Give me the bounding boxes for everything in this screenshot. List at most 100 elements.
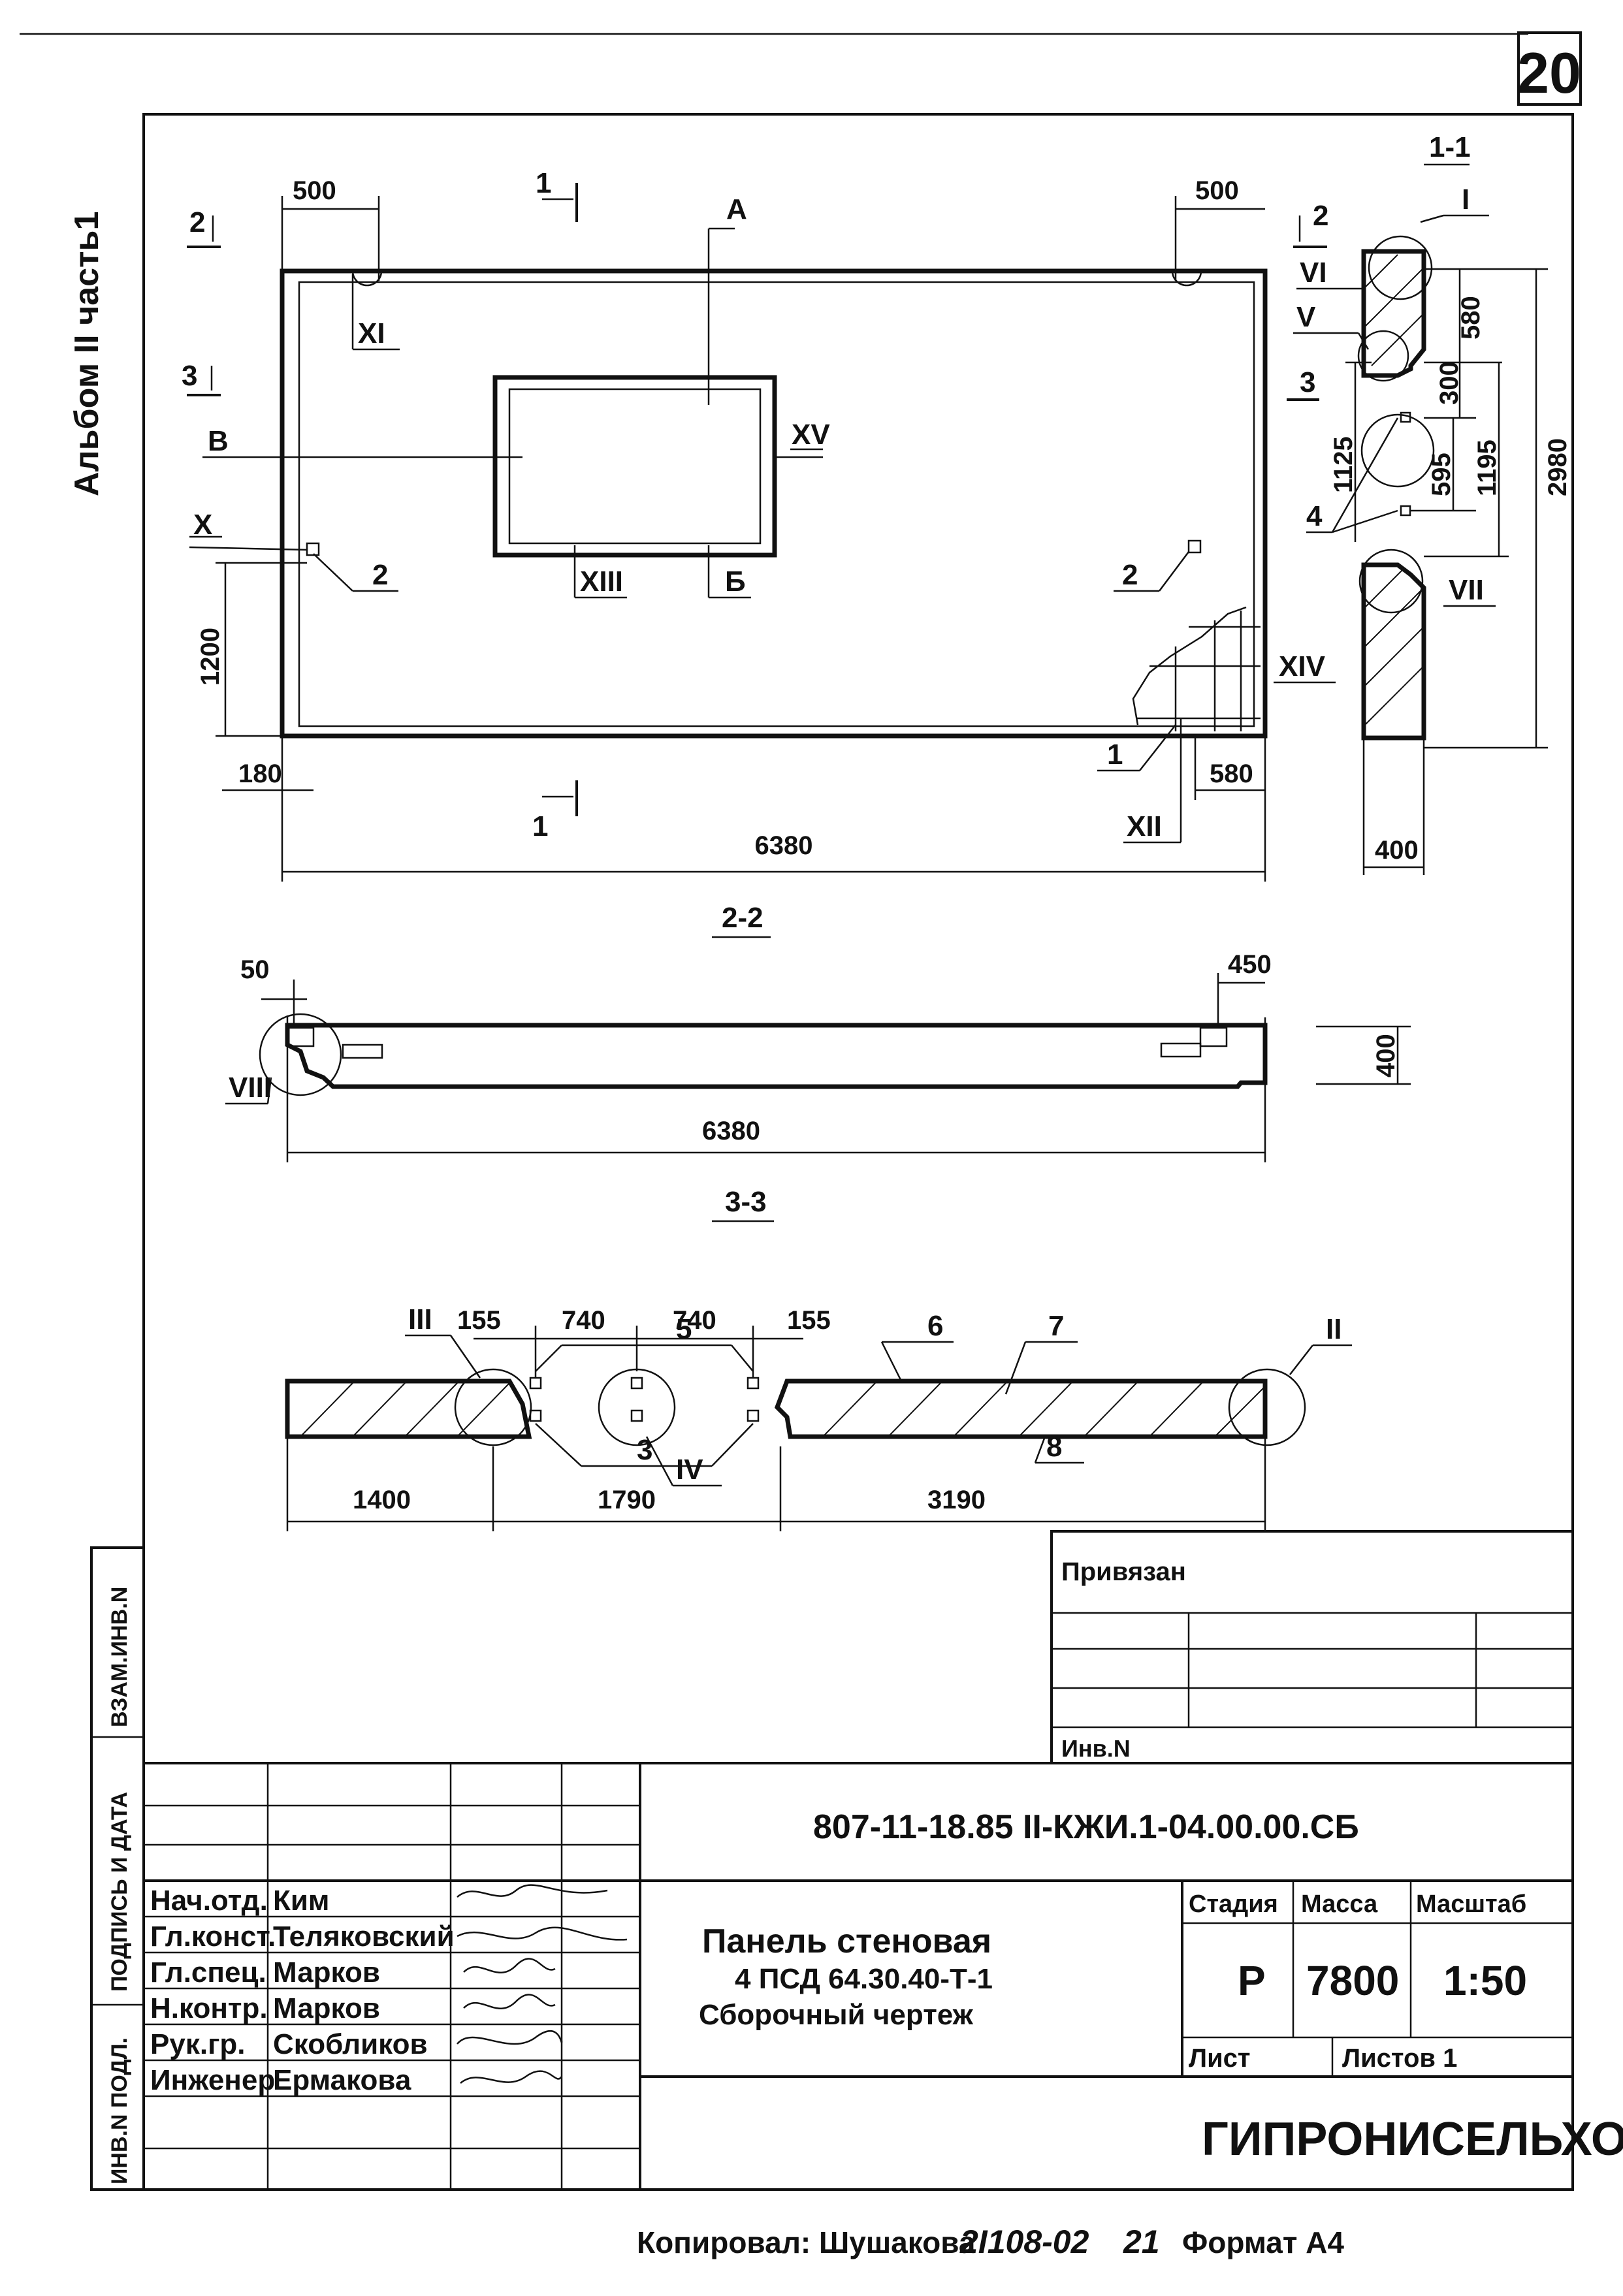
cutaway-edge xyxy=(1132,606,1247,725)
panel-front-view: 2 2 3 3 1 1 6380 500 500 1200 180 5 xyxy=(182,167,1336,882)
section-1-1-top-piece xyxy=(1361,249,1426,378)
callout-1: 1 xyxy=(1107,739,1123,771)
name-1: Теляковский xyxy=(273,1921,455,1953)
callout-II: II xyxy=(1326,1313,1342,1345)
mass-value: 7800 xyxy=(1306,1957,1399,2004)
callout-VI: VI xyxy=(1300,257,1327,289)
section-1-1-title: 1-1 xyxy=(1429,131,1471,163)
side-stamp: ИНВ.N ПОДЛ. ПОДПИСЬ И ДАТА ВЗАМ.ИНВ.N xyxy=(90,1546,145,2191)
section-1-1-bottom-piece xyxy=(1361,562,1426,741)
dim-155-b: 155 xyxy=(787,1306,831,1335)
callout-XI: XI xyxy=(358,317,385,349)
name-4: Скобликов xyxy=(273,2028,428,2060)
album-label: Альбом II часть1 xyxy=(68,212,106,496)
section-mark-1-bottom: 1 xyxy=(532,810,548,842)
panel-inner-edge xyxy=(298,281,1255,727)
embedded-part-left xyxy=(306,542,320,556)
callout-Bb: Б xyxy=(725,566,746,598)
name-2: Марков xyxy=(273,1956,380,1988)
panel-outline xyxy=(280,268,1268,739)
title-line-3: Сборочный чертеж xyxy=(699,1999,974,2031)
embedded-4a xyxy=(1400,411,1411,423)
callout-5: 5 xyxy=(676,1313,692,1345)
dim-740-a: 740 xyxy=(562,1306,605,1335)
role-5: Инженер xyxy=(150,2064,275,2096)
callout-V: V xyxy=(1296,301,1316,333)
callout-7: 7 xyxy=(1048,1310,1064,1342)
dim-1200: 1200 xyxy=(196,628,225,686)
role-3: Н.контр. xyxy=(150,1992,268,2024)
signatures xyxy=(457,1884,628,2084)
footer-copied: Копировал: Шушакова xyxy=(637,2225,976,2259)
doc-code: 807-11-18.85 II-КЖИ.1-04.00.00.СБ xyxy=(813,1808,1359,1846)
title-block: 807-11-18.85 II-КЖИ.1-04.00.00.СБ Нач.от… xyxy=(142,1762,1623,2191)
dim-500-right: 500 xyxy=(1195,176,1239,205)
section-3-3: 3-3 5 3 xyxy=(285,1186,1352,1531)
dim-50: 50 xyxy=(240,955,270,984)
scale-label: Масштаб xyxy=(1416,1890,1526,1918)
title-line-1: Панель стеновая xyxy=(702,1922,991,1960)
role-2: Гл.спец. xyxy=(150,1956,266,1988)
node-II-circle xyxy=(1228,1368,1306,1446)
side-label-sign: ПОДПИСЬ И ДАТА xyxy=(107,1792,132,1992)
sheet-number: 20 xyxy=(1517,40,1581,105)
loop-right xyxy=(1171,270,1202,287)
sheet-label: Лист xyxy=(1189,2044,1251,2073)
dim-740-b: 740 xyxy=(673,1306,716,1335)
stage-value: Р xyxy=(1238,1957,1266,2004)
footer-format: Формат А4 xyxy=(1182,2225,1344,2259)
section-mark-2-left: 2 xyxy=(189,206,205,238)
dim-580: 580 xyxy=(1210,759,1253,788)
callout-2-left: 2 xyxy=(372,559,388,591)
side-label-vzam: ВЗАМ.ИНВ.N xyxy=(107,1587,132,1727)
section-mark-1-top: 1 xyxy=(536,167,551,199)
dim-155-a: 155 xyxy=(457,1306,501,1335)
node-III-circle xyxy=(454,1368,532,1446)
callout-6: 6 xyxy=(927,1310,943,1342)
section-2-2-outline xyxy=(285,1023,1268,1089)
name-0: Ким xyxy=(273,1885,329,1917)
node-V-circle xyxy=(1357,330,1409,382)
role-4: Рук.гр. xyxy=(150,2028,246,2060)
inv-n-label: Инв.N xyxy=(1061,1735,1131,1762)
dim-580-sec: 580 xyxy=(1456,296,1485,340)
node-VII-circle xyxy=(1358,549,1424,614)
footer-number: 2I108-02 xyxy=(959,2224,1089,2260)
sheets-label: Листов 1 xyxy=(1342,2044,1457,2073)
callout-IV: IV xyxy=(676,1454,703,1486)
dim-1790: 1790 xyxy=(598,1486,656,1514)
role-0: Нач.отд. xyxy=(150,1885,268,1917)
callout-III: III xyxy=(408,1303,432,1335)
dim-1400: 1400 xyxy=(353,1486,411,1514)
section-3-3-left-piece xyxy=(285,1379,532,1439)
node-I-circle xyxy=(1368,235,1433,300)
sheet-number-box xyxy=(1517,31,1582,106)
stage-label: Стадия xyxy=(1189,1890,1278,1918)
section-2-2-title: 2-2 xyxy=(722,902,763,934)
mass-label: Масса xyxy=(1301,1890,1378,1918)
section-3-3-title: 3-3 xyxy=(725,1186,767,1218)
dim-595: 595 xyxy=(1427,453,1456,496)
side-label-inv: ИНВ.N ПОДЛ. xyxy=(107,2037,132,2184)
footer-21: 21 xyxy=(1123,2224,1160,2260)
callout-B: В xyxy=(208,425,229,457)
callout-XIV: XIV xyxy=(1279,650,1326,682)
callout-8: 8 xyxy=(1046,1431,1062,1463)
name-3: Марков xyxy=(273,1992,380,2024)
dim-500-left: 500 xyxy=(293,176,336,205)
title-line-2: 4 ПСД 64.30.40-Т-1 xyxy=(735,1963,993,1995)
dim-450: 450 xyxy=(1228,950,1272,979)
callout-X: X xyxy=(193,509,212,541)
org-name: ГИПРОНИСЕЛЬХОЗ xyxy=(1202,2113,1623,2165)
privyazan-label: Привязан xyxy=(1061,1557,1186,1586)
window-inner-edge xyxy=(508,388,762,545)
callout-XIII: XIII xyxy=(580,566,623,598)
name-5: Ермакова xyxy=(273,2064,411,2096)
section-3-3-right-piece xyxy=(774,1379,1268,1439)
scale-value: 1:50 xyxy=(1443,1957,1527,2004)
dim-total-length: 6380 xyxy=(755,831,813,860)
dim-6380-sec: 6380 xyxy=(702,1117,760,1145)
section-3-3-hatching xyxy=(300,1382,1264,1437)
